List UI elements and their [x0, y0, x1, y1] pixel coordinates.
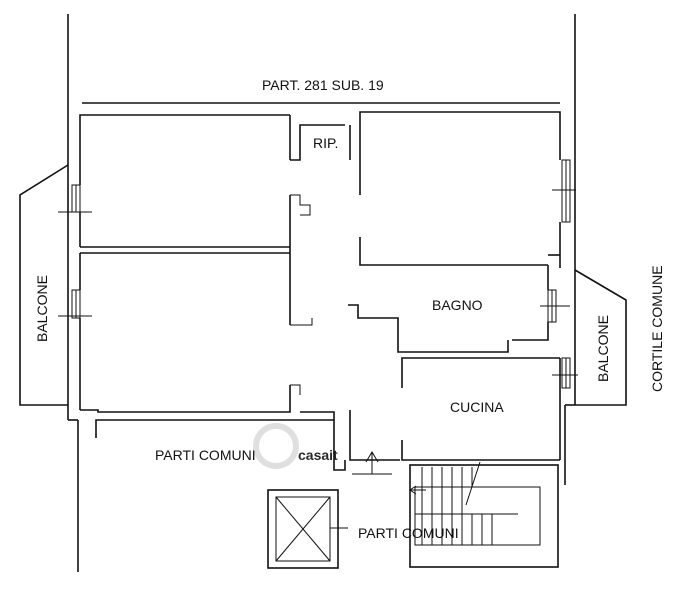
bagno-label: BAGNO: [432, 297, 483, 313]
rip-label: RIP.: [313, 135, 338, 151]
parcel-title: PART. 281 SUB. 19: [262, 77, 384, 93]
parti-comuni-stair-label: PARTI COMUNI: [358, 525, 459, 541]
room-top-left: [79, 114, 311, 325]
lift-shaft: [267, 489, 348, 569]
parti-comuni-left-label: PARTI COMUNI: [155, 447, 256, 463]
staircase: PARTI COMUNI: [358, 461, 559, 568]
cucina-label: CUCINA: [450, 399, 504, 415]
balcone-right-label: BALCONE: [595, 315, 611, 382]
watermark-logo-icon: [253, 423, 299, 469]
balcony-left: BALCONE: [19, 164, 69, 406]
entrance: [300, 411, 392, 475]
room-top-right: [359, 111, 561, 268]
building-outline: [67, 14, 576, 572]
room-bottom-left: [79, 252, 313, 413]
window-left-bottom: [58, 289, 92, 319]
common-area-left: PARTI COMUNI: [95, 419, 334, 463]
windows: [58, 159, 578, 389]
room-cucina: CUCINA: [349, 357, 561, 461]
window-right-top: [552, 159, 576, 223]
room-bagno: BAGNO: [348, 254, 560, 353]
cortile-comune-label: CORTILE COMUNE: [649, 265, 665, 392]
window-left-top: [58, 184, 92, 213]
watermark-text: casait: [298, 447, 338, 463]
ripostiglio: RIP.: [290, 124, 351, 161]
balcone-left-label: BALCONE: [34, 275, 50, 342]
window-bagno: [540, 289, 570, 323]
balcony-right: BALCONE: [574, 269, 627, 406]
watermark: casait: [253, 423, 338, 469]
window-cucina: [552, 357, 578, 389]
